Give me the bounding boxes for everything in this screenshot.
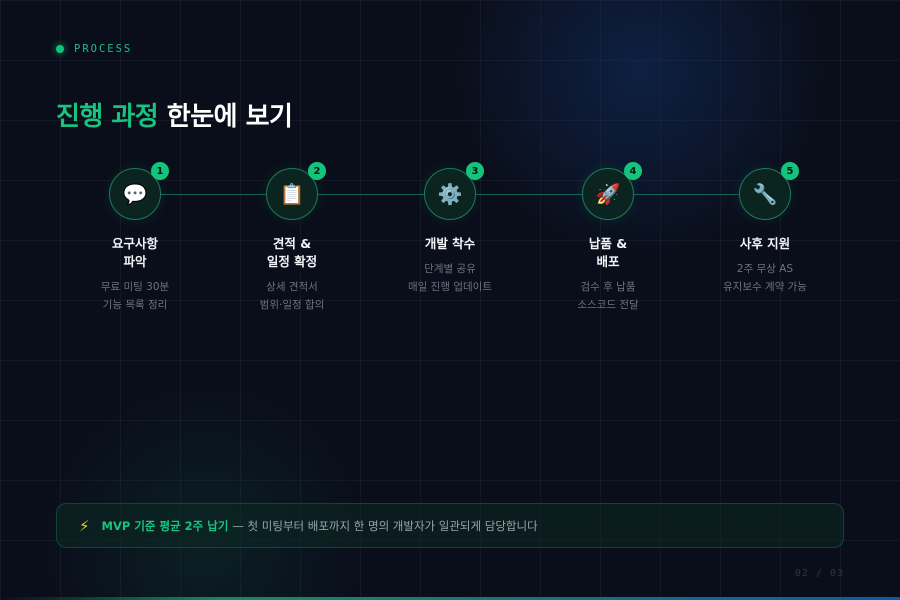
step-icon-circle: 🔧 5	[739, 162, 799, 220]
step-number-badge: 4	[624, 162, 642, 180]
gear-icon: ⚙️	[437, 182, 463, 206]
step-title: 개발 착수	[424, 236, 476, 251]
step-icon-circle: 💬 1	[109, 162, 169, 220]
page-title-accent: 진행 과정	[56, 102, 159, 132]
section-eyebrow: PROCESS	[56, 43, 132, 55]
step-title: 납품 &배포	[588, 236, 628, 269]
step-icon-circle: ⚙️ 3	[424, 162, 484, 220]
step-number-badge: 3	[466, 162, 484, 180]
eyebrow-label: PROCESS	[74, 43, 133, 55]
speech-bubble-icon: 💬	[122, 182, 148, 206]
step-number-badge: 1	[151, 162, 169, 180]
page-title-rest: 한눈에 보기	[166, 102, 293, 132]
status-dot-icon	[56, 45, 64, 53]
step-title: 견적 &일정 확정	[266, 236, 318, 269]
banner-highlight: MVP 기준 평균 2주 납기	[101, 518, 229, 533]
bottom-accent-bar	[0, 597, 900, 600]
wrench-icon: 🔧	[752, 182, 778, 206]
step-number-badge: 2	[308, 162, 326, 180]
page-title: 진행 과정 한눈에 보기	[56, 96, 293, 133]
page-indicator: 02 / 03	[794, 568, 844, 579]
delivery-info-banner: ⚡ MVP 기준 평균 2주 납기 — 첫 미팅부터 배포까지 한 명의 개발자…	[56, 503, 844, 548]
step-icon-circle: 🚀 4	[582, 162, 642, 220]
step-title: 사후 지원	[739, 236, 791, 251]
rocket-icon: 🚀	[595, 182, 621, 206]
step-number-badge: 5	[781, 162, 799, 180]
background-glow-green	[40, 380, 370, 600]
banner-text: — 첫 미팅부터 배포까지 한 명의 개발자가 일관되게 담당합니다	[232, 518, 538, 533]
lightning-icon: ⚡	[79, 516, 90, 535]
step-icon-circle: 📋 2	[266, 162, 326, 220]
clipboard-icon: 📋	[279, 182, 305, 206]
